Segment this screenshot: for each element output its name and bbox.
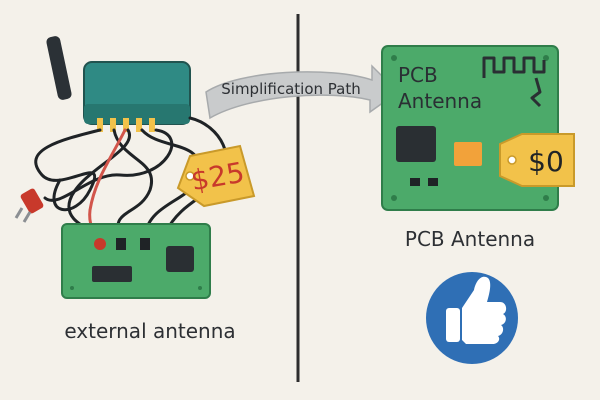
router-icon: [46, 36, 191, 132]
pcb-label-line1: PCB: [398, 63, 438, 87]
price-tag-icon: [176, 144, 256, 208]
pcb-label-line2: Antenna: [398, 89, 482, 113]
trace-antenna-icon: [482, 56, 546, 108]
cable-plug-icon: [14, 188, 44, 223]
price-tag-icon: [499, 133, 575, 187]
left-caption: external antenna: [64, 319, 235, 343]
left-pcb-board: [61, 223, 211, 299]
right-price-tag: $0: [528, 145, 564, 178]
arrow-label: Simplification Path: [221, 80, 361, 98]
right-caption: PCB Antenna: [405, 227, 535, 251]
thumbs-up-icon: [426, 272, 518, 364]
